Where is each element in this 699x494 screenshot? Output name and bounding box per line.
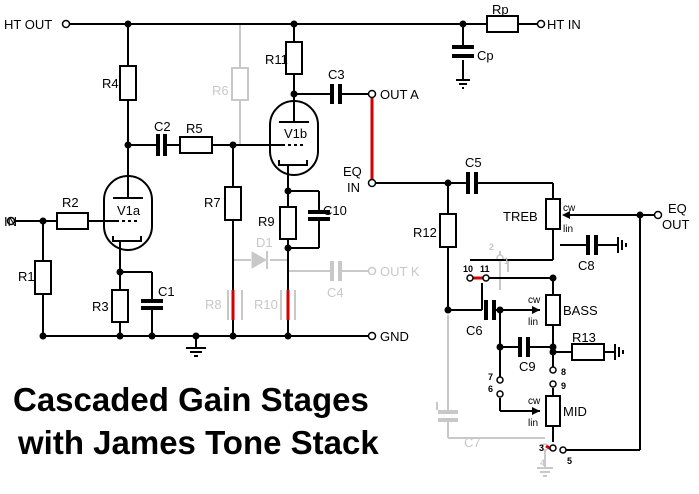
- r12-label: R12: [413, 225, 437, 240]
- capacitors: [141, 45, 598, 357]
- r2-label: R2: [62, 195, 79, 210]
- treb-label: TREB: [503, 209, 538, 224]
- c9-label: C9: [519, 359, 536, 374]
- r4-resistor: [119, 65, 137, 101]
- in-terminal: [6, 216, 16, 226]
- r1-label: R1: [18, 269, 35, 284]
- out-a-label: OUT A: [380, 87, 419, 102]
- in-label: IN: [4, 214, 17, 229]
- gnd-label: GND: [380, 329, 409, 344]
- r13-resistor: [571, 343, 605, 361]
- r5-label: R5: [186, 121, 203, 136]
- c7-label: C7: [464, 435, 481, 450]
- junctions: [39, 20, 644, 356]
- gnd-terminal: [367, 331, 377, 341]
- r11-label: R11: [265, 52, 288, 67]
- r7-resistor: [224, 186, 242, 221]
- eq-in-label-1: EQ: [343, 164, 362, 179]
- r3-resistor: [111, 289, 129, 323]
- c6-label: C6: [466, 323, 483, 338]
- pin-1-label: 1: [504, 256, 509, 266]
- pin-3-label: 3: [539, 443, 544, 453]
- c10-label: C10: [323, 203, 347, 218]
- v1b-label: V1b: [284, 126, 307, 141]
- treb-lin-label: lin: [563, 224, 573, 235]
- cp-label: Cp: [477, 48, 494, 63]
- pin-11-label: 11: [480, 264, 490, 274]
- treb-cw-label: cw: [563, 203, 576, 214]
- ht-out-label: HT OUT: [4, 17, 52, 32]
- mid-cw-label: cw: [528, 396, 541, 407]
- treb-pot: [545, 198, 561, 230]
- c4-label: C4: [327, 285, 344, 300]
- r13-label: R13: [572, 330, 596, 345]
- ht-in-label: HT IN: [547, 17, 581, 32]
- eq-out-label-1: EQ: [668, 201, 687, 216]
- bass-pot: [545, 294, 561, 326]
- c8-label: C8: [578, 258, 595, 273]
- v1a-label: V1a: [117, 203, 141, 218]
- eq-in-terminal: [367, 178, 377, 188]
- rp-label: Rp: [492, 2, 509, 17]
- r9-label: R9: [258, 214, 275, 229]
- r2-resistor: [56, 212, 89, 230]
- bass-label: BASS: [563, 303, 598, 318]
- r3-label: R3: [92, 299, 109, 314]
- r8-label: R8: [205, 297, 222, 312]
- bass-lin-label: lin: [528, 317, 538, 328]
- potentiometers: [532, 198, 570, 427]
- eq-out-label-2: OUT: [662, 217, 690, 232]
- c2-label: C2: [154, 119, 171, 134]
- r4-label: R4: [102, 76, 119, 91]
- d1-label: D1: [256, 235, 273, 250]
- r9-resistor: [279, 206, 297, 240]
- tube-v1a: [103, 175, 153, 251]
- r10-label: R10: [254, 297, 278, 312]
- mid-pot: [545, 395, 561, 427]
- resistors: [34, 15, 605, 361]
- labels: HT OUT HT IN IN OUT A EQ IN EQ OUT OUT K…: [4, 2, 690, 468]
- title-line-1: Cascaded Gain Stages: [13, 381, 369, 418]
- pin-4-label: 4: [540, 458, 545, 468]
- out-k-label: OUT K: [380, 264, 420, 279]
- out-a-terminal: [367, 89, 377, 99]
- pin-2-label: 2: [489, 242, 494, 252]
- pin-6-label: 6: [488, 384, 493, 394]
- pin-5-label: 5: [567, 456, 572, 466]
- r12-resistor: [439, 213, 457, 248]
- pin-9-label: 9: [561, 381, 566, 391]
- pin-8-label: 8: [561, 367, 566, 377]
- pin-7-label: 7: [488, 372, 493, 382]
- r11-resistor: [285, 41, 303, 75]
- terminals: [6, 19, 663, 341]
- c5-label: C5: [465, 155, 482, 170]
- ht-in-terminal: [536, 19, 546, 29]
- r6-label: R6: [212, 83, 229, 98]
- pin-circles: [466, 274, 567, 454]
- bass-cw-label: cw: [528, 295, 541, 306]
- pin-10-label: 10: [463, 264, 473, 274]
- rp-resistor: [486, 15, 519, 33]
- c3-label: C3: [328, 67, 345, 82]
- ht-out-terminal: [61, 19, 71, 29]
- mid-lin-label: lin: [528, 418, 538, 429]
- eq-in-label-2: IN: [347, 180, 360, 195]
- r7-label: R7: [204, 195, 221, 210]
- mid-label: MID: [563, 404, 587, 419]
- r5-resistor: [179, 136, 213, 154]
- r6-resistor: [231, 67, 249, 101]
- c1-label: C1: [158, 284, 175, 299]
- title-line-2: with James Tone Stack: [17, 424, 379, 461]
- tube-v1b: [269, 100, 319, 176]
- optional-parts: [227, 24, 553, 477]
- r1-resistor: [34, 260, 52, 295]
- eq-out-terminal: [653, 210, 663, 220]
